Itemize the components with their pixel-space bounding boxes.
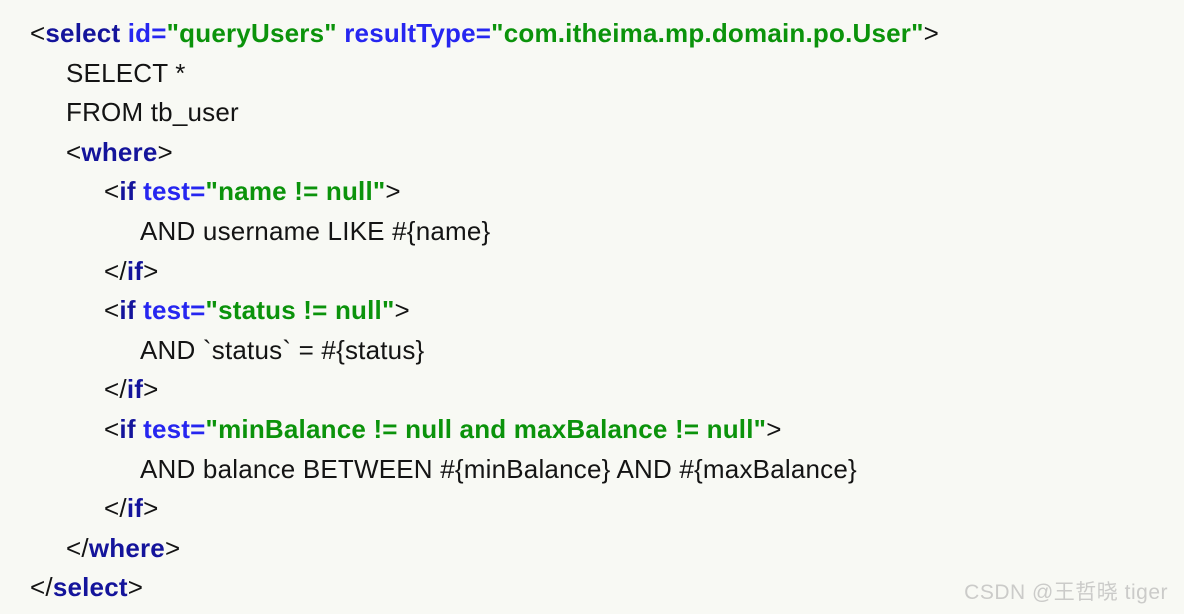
code-line: </select> (0, 568, 1184, 608)
code-token-bracket: > (127, 572, 144, 603)
code-line: </if> (0, 489, 1184, 529)
code-token-bracket: </ (104, 255, 127, 286)
code-token-plain: AND `status` = #{status} (140, 334, 425, 365)
code-token-value: "com.itheima.mp.domain.po.User" (491, 18, 924, 48)
code-token-bracket: < (30, 18, 46, 48)
code-token-bracket: </ (104, 374, 127, 405)
code-token-bracket: < (66, 136, 82, 167)
code-line: <if test="status != null"> (0, 291, 1184, 331)
code-token-plain (136, 414, 143, 444)
code-token-plain: SELECT * (66, 57, 186, 88)
code-token-plain: FROM tb_user (66, 97, 239, 128)
code-token-tag: where (81, 136, 158, 167)
code-token-bracket: </ (66, 532, 89, 563)
code-line: SELECT * (0, 54, 1184, 94)
code-line: </if> (0, 370, 1184, 410)
code-token-value: "minBalance != null and maxBalance != nu… (205, 413, 767, 444)
code-token-bracket: < (104, 413, 120, 444)
code-token-tag: if (119, 176, 136, 207)
code-token-tag: if (126, 493, 144, 524)
code-token-attr: resultType= (344, 18, 492, 48)
code-token-attr: test= (143, 176, 206, 207)
code-line: AND balance BETWEEN #{minBalance} AND #{… (0, 450, 1184, 490)
code-token-value: "queryUsers" (166, 18, 337, 48)
code-token-bracket: > (157, 136, 173, 167)
code-token-bracket: > (766, 413, 782, 444)
code-token-plain (136, 176, 143, 206)
code-token-tag: if (126, 255, 144, 286)
code-token-bracket: < (104, 176, 120, 207)
code-token-attr: test= (143, 295, 206, 326)
code-token-attr: id= (127, 18, 167, 48)
code-token-plain (120, 18, 127, 48)
code-block: <select id="queryUsers" resultType="com.… (0, 14, 1184, 608)
code-token-bracket: < (104, 295, 120, 326)
code-token-plain: AND username LIKE #{name} (140, 215, 491, 246)
code-token-tag: if (119, 413, 136, 444)
code-token-bracket: > (923, 18, 940, 48)
code-line: <select id="queryUsers" resultType="com.… (0, 14, 1184, 54)
code-token-tag: if (126, 374, 144, 405)
code-token-tag: if (119, 295, 136, 326)
code-token-bracket: > (385, 176, 401, 207)
code-line: <where> (0, 133, 1184, 173)
code-line: AND `status` = #{status} (0, 331, 1184, 371)
code-token-bracket: > (394, 295, 410, 326)
code-token-bracket: > (164, 532, 181, 563)
code-token-bracket: > (143, 255, 159, 286)
code-line: <if test="name != null"> (0, 172, 1184, 212)
code-line: <if test="minBalance != null and maxBala… (0, 410, 1184, 450)
code-token-tag: select (45, 18, 121, 48)
code-token-plain (136, 295, 143, 325)
code-token-attr: test= (143, 413, 206, 444)
code-token-value: "status != null" (205, 295, 395, 326)
code-token-bracket: > (143, 374, 159, 405)
code-token-tag: where (88, 532, 165, 563)
watermark: CSDN @王哲晓 tiger (964, 581, 1168, 604)
code-token-bracket: </ (104, 493, 127, 524)
code-token-bracket: </ (30, 572, 53, 603)
code-token-plain: AND balance BETWEEN #{minBalance} AND #{… (140, 453, 857, 484)
code-line: </where> (0, 529, 1184, 569)
code-line: </if> (0, 252, 1184, 292)
code-token-bracket: > (143, 493, 159, 524)
code-line: FROM tb_user (0, 93, 1184, 133)
code-token-tag: select (52, 572, 128, 603)
code-line: AND username LIKE #{name} (0, 212, 1184, 252)
code-token-value: "name != null" (205, 176, 386, 207)
